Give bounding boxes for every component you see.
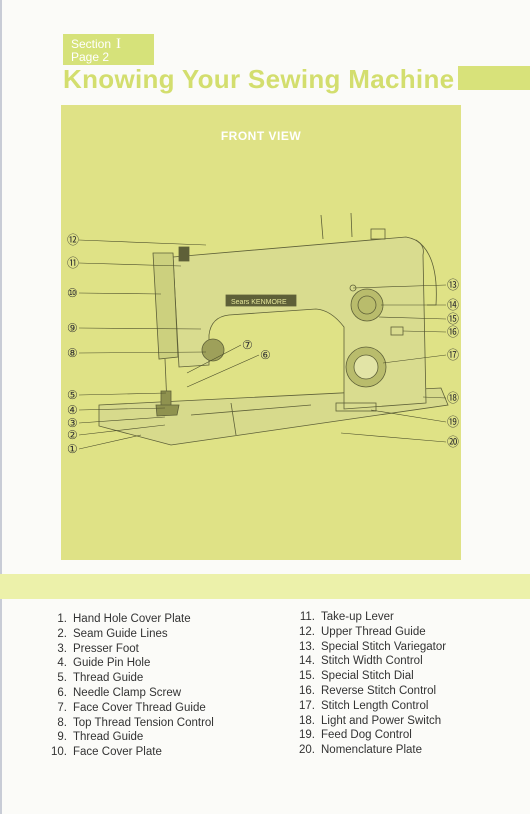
callout-15: ⑮ bbox=[447, 312, 459, 326]
callout-7: ⑦ bbox=[242, 338, 253, 352]
section-label: Section bbox=[71, 37, 111, 51]
callout-18: ⑱ bbox=[447, 391, 459, 405]
front-view-figure: FRONT VIEW Sears KENMORE bbox=[61, 105, 461, 560]
title-accent-block bbox=[458, 66, 530, 90]
list-item: 13.Special Stitch Variegator bbox=[288, 640, 446, 655]
callout-12: ⑫ bbox=[67, 233, 79, 247]
list-item: 11.Take-up Lever bbox=[288, 610, 446, 625]
list-item: 1.Hand Hole Cover Plate bbox=[40, 612, 214, 627]
list-item: 9.Thread Guide bbox=[40, 730, 214, 745]
list-item: 16.Reverse Stitch Control bbox=[288, 684, 446, 699]
parts-list-right: 11.Take-up Lever 12.Upper Thread Guide 1… bbox=[288, 610, 446, 758]
divider-band bbox=[0, 574, 530, 599]
callout-10: ⑩ bbox=[67, 286, 78, 300]
page-left-edge bbox=[0, 0, 2, 814]
list-item: 5.Thread Guide bbox=[40, 671, 214, 686]
callout-17: ⑰ bbox=[447, 348, 459, 362]
list-item: 6.Needle Clamp Screw bbox=[40, 686, 214, 701]
list-item: 2.Seam Guide Lines bbox=[40, 627, 214, 642]
list-item: 12.Upper Thread Guide bbox=[288, 625, 446, 640]
sewing-machine-illustration: Sears KENMORE bbox=[61, 105, 461, 560]
list-item: 15.Special Stitch Dial bbox=[288, 669, 446, 684]
list-item: 7.Face Cover Thread Guide bbox=[40, 701, 214, 716]
list-item: 14.Stitch Width Control bbox=[288, 654, 446, 669]
callout-8: ⑧ bbox=[67, 346, 78, 360]
list-item: 18.Light and Power Switch bbox=[288, 714, 446, 729]
list-item: 20.Nomenclature Plate bbox=[288, 743, 446, 758]
callout-1: ① bbox=[67, 442, 78, 456]
callout-16: ⑯ bbox=[447, 325, 459, 339]
callout-13: ⑬ bbox=[447, 278, 459, 292]
callout-4: ④ bbox=[67, 403, 78, 417]
list-item: 8.Top Thread Tension Control bbox=[40, 716, 214, 731]
parts-list-left: 1.Hand Hole Cover Plate 2.Seam Guide Lin… bbox=[40, 612, 214, 760]
list-item: 19.Feed Dog Control bbox=[288, 728, 446, 743]
callout-14: ⑭ bbox=[447, 298, 459, 312]
callout-9: ⑨ bbox=[67, 321, 78, 335]
callout-19: ⑲ bbox=[447, 415, 459, 429]
list-item: 17.Stitch Length Control bbox=[288, 699, 446, 714]
list-item: 10.Face Cover Plate bbox=[40, 745, 214, 760]
list-item: 4.Guide Pin Hole bbox=[40, 656, 214, 671]
page-label: Page 2 bbox=[71, 51, 154, 64]
callout-11: ⑪ bbox=[67, 256, 79, 270]
section-number: I bbox=[116, 36, 121, 52]
callout-5: ⑤ bbox=[67, 388, 78, 402]
callout-20: ⑳ bbox=[447, 435, 459, 449]
callout-6: ⑥ bbox=[260, 348, 271, 362]
brand-plate-text: Sears KENMORE bbox=[231, 299, 287, 306]
callout-2: ② bbox=[67, 428, 78, 442]
page-title: Knowing Your Sewing Machine bbox=[63, 64, 454, 95]
section-tab: Section I Page 2 bbox=[63, 34, 154, 65]
list-item: 3.Presser Foot bbox=[40, 642, 214, 657]
